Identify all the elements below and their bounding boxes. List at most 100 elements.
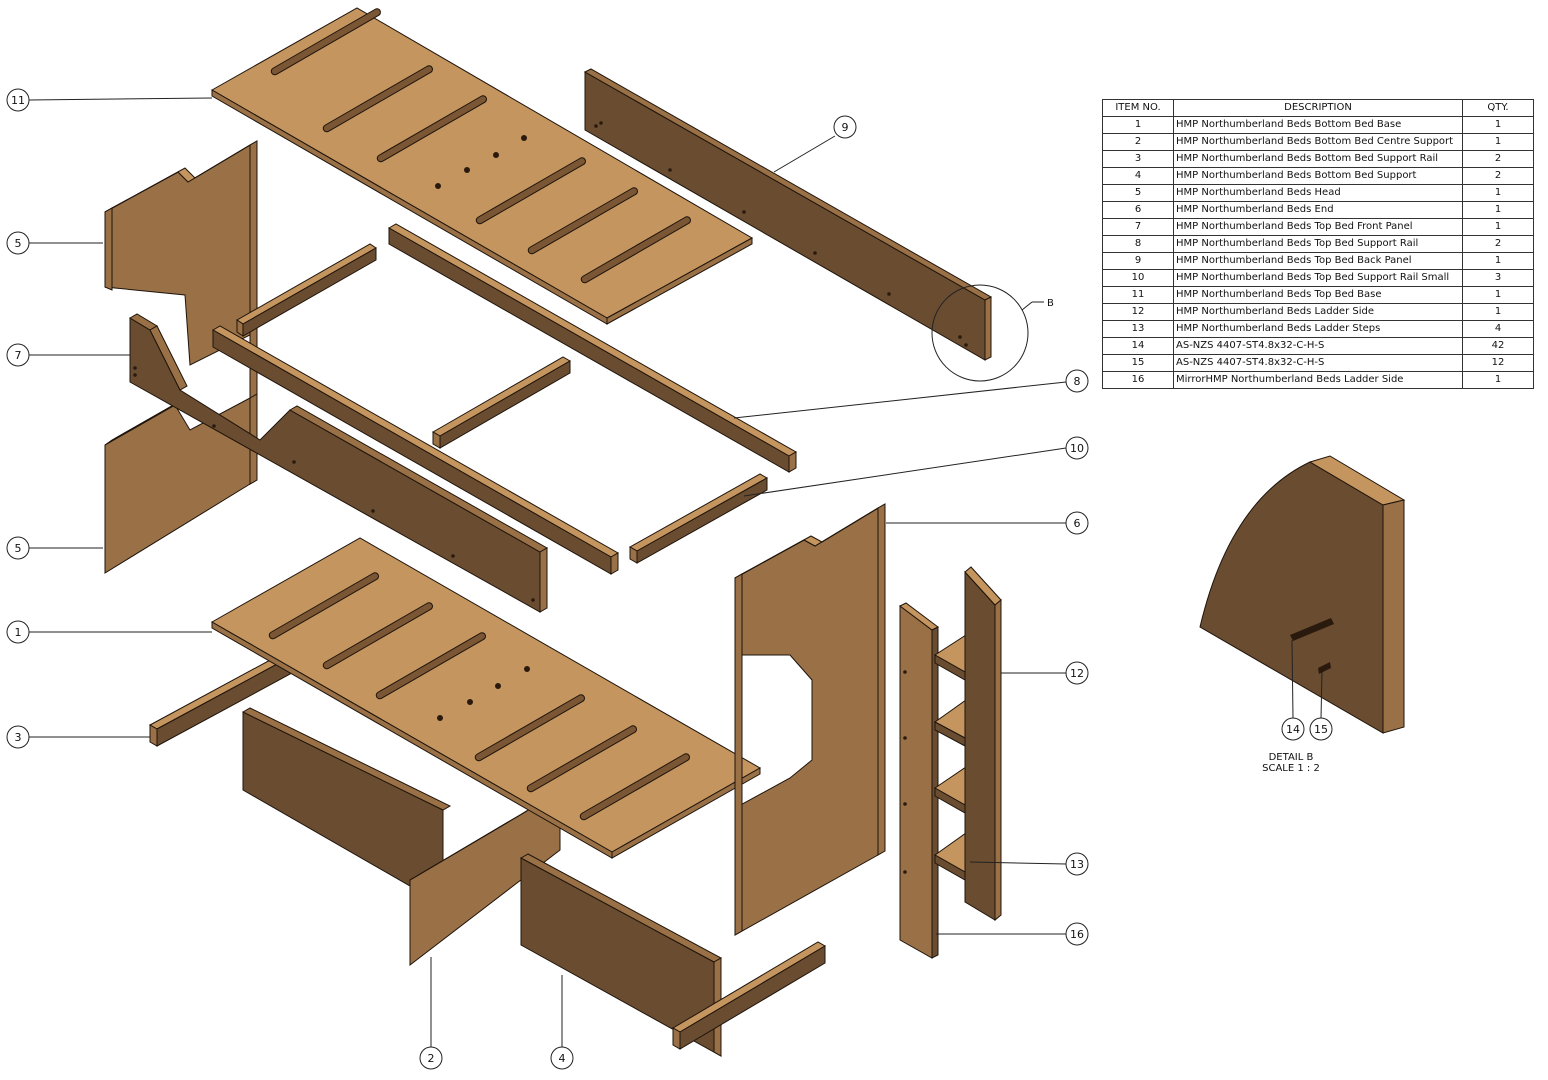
bom-description: HMP Northumberland Beds Top Bed Base bbox=[1173, 286, 1463, 304]
bom-description: MirrorHMP Northumberland Beds Ladder Sid… bbox=[1173, 371, 1463, 389]
bom-header-qty: QTY. bbox=[1462, 99, 1534, 117]
bom-header-description: DESCRIPTION bbox=[1173, 99, 1463, 117]
balloon-5-lower: 5 bbox=[6, 536, 30, 560]
detail-b-view bbox=[1199, 455, 1406, 734]
bom-header-item: ITEM NO. bbox=[1102, 99, 1174, 117]
bom-qty: 1 bbox=[1462, 116, 1534, 134]
screw-15-icon bbox=[1318, 662, 1331, 674]
svg-text:9: 9 bbox=[842, 121, 849, 134]
balloon-11: 11 bbox=[6, 88, 30, 112]
balloon-8: 8 bbox=[1065, 369, 1089, 393]
bom-qty: 1 bbox=[1462, 201, 1534, 219]
bom-qty: 4 bbox=[1462, 320, 1534, 338]
balloon-12: 12 bbox=[1065, 661, 1089, 685]
svg-text:10: 10 bbox=[1070, 442, 1084, 455]
svg-text:16: 16 bbox=[1070, 928, 1084, 941]
bom-description: AS-NZS 4407-ST4.8x32-C-H-S bbox=[1173, 337, 1463, 355]
svg-text:14: 14 bbox=[1286, 723, 1300, 736]
bom-description: HMP Northumberland Beds Top Bed Back Pan… bbox=[1173, 252, 1463, 270]
part-9-top-bed-back-panel bbox=[583, 68, 993, 361]
bom-description: HMP Northumberland Beds Ladder Steps bbox=[1173, 320, 1463, 338]
bom-item-no: 4 bbox=[1102, 167, 1174, 185]
svg-text:7: 7 bbox=[15, 349, 22, 362]
bom-item-no: 6 bbox=[1102, 201, 1174, 219]
bom-description: HMP Northumberland Beds Top Bed Support … bbox=[1173, 269, 1463, 287]
bom-item-no: 15 bbox=[1102, 354, 1174, 372]
svg-text:1: 1 bbox=[15, 626, 22, 639]
balloon-15: 15 bbox=[1309, 717, 1333, 741]
bom-item-no: 12 bbox=[1102, 303, 1174, 321]
part-8-rail-back bbox=[387, 223, 798, 473]
part-10-rail-small-2 bbox=[431, 356, 572, 449]
balloon-16: 16 bbox=[1065, 922, 1089, 946]
bom-description: HMP Northumberland Beds Bottom Bed Suppo… bbox=[1173, 150, 1463, 168]
bom-qty: 1 bbox=[1462, 184, 1534, 202]
leader-lines bbox=[28, 97, 1323, 1047]
balloon-13: 13 bbox=[1065, 852, 1089, 876]
bom-item-no: 16 bbox=[1102, 371, 1174, 389]
bom-description: HMP Northumberland Beds Bottom Bed Base bbox=[1173, 116, 1463, 134]
balloon-7: 7 bbox=[6, 343, 30, 367]
svg-text:6: 6 bbox=[1074, 517, 1081, 530]
balloon-4: 4 bbox=[550, 1046, 574, 1070]
svg-text:12: 12 bbox=[1070, 667, 1084, 680]
bom-qty: 2 bbox=[1462, 150, 1534, 168]
svg-text:11: 11 bbox=[11, 94, 25, 107]
part-8-rail-front bbox=[211, 325, 620, 575]
svg-text:5: 5 bbox=[15, 542, 22, 555]
bom-item-no: 10 bbox=[1102, 269, 1174, 287]
detail-b-title: DETAIL B bbox=[1269, 752, 1314, 763]
bom-qty: 12 bbox=[1462, 354, 1534, 372]
bom-qty: 2 bbox=[1462, 167, 1534, 185]
svg-text:13: 13 bbox=[1070, 858, 1084, 871]
bom-item-no: 11 bbox=[1102, 286, 1174, 304]
bom-item-no: 7 bbox=[1102, 218, 1174, 236]
part-5-head-lower bbox=[104, 393, 258, 574]
bom-qty: 1 bbox=[1462, 218, 1534, 236]
part-7-front-panel bbox=[129, 313, 549, 613]
bom-description: AS-NZS 4407-ST4.8x32-C-H-S bbox=[1173, 354, 1463, 372]
bom-item-no: 13 bbox=[1102, 320, 1174, 338]
svg-text:3: 3 bbox=[15, 731, 22, 744]
balloon-3: 3 bbox=[6, 725, 30, 749]
bom-item-no: 8 bbox=[1102, 235, 1174, 253]
bom-description: HMP Northumberland Beds Bottom Bed Suppo… bbox=[1173, 167, 1463, 185]
balloons: 11 5 7 5 1 3 2 4 bbox=[6, 88, 1333, 1070]
part-10-rail-small-3 bbox=[628, 473, 769, 564]
bom-qty: 2 bbox=[1462, 235, 1534, 253]
balloon-2: 2 bbox=[419, 1046, 443, 1070]
part-1-bottom-bed-base bbox=[210, 537, 762, 859]
detail-b-marker: B bbox=[1047, 298, 1054, 309]
balloon-10: 10 bbox=[1065, 436, 1089, 460]
balloon-14: 14 bbox=[1281, 717, 1305, 741]
bom-qty: 1 bbox=[1462, 286, 1534, 304]
bom-item-no: 5 bbox=[1102, 184, 1174, 202]
bom-item-no: 9 bbox=[1102, 252, 1174, 270]
balloon-1: 1 bbox=[6, 620, 30, 644]
bom-qty: 1 bbox=[1462, 303, 1534, 321]
part-3-bottom-support-rail-right bbox=[672, 941, 826, 1050]
detail-b-callout: B bbox=[931, 284, 1054, 382]
bom-item-no: 2 bbox=[1102, 133, 1174, 151]
bom-qty: 3 bbox=[1462, 269, 1534, 287]
bom-description: HMP Northumberland Beds Bottom Bed Centr… bbox=[1173, 133, 1463, 151]
screw-14-icon bbox=[1290, 618, 1334, 641]
bom-qty: 42 bbox=[1462, 337, 1534, 355]
bom-qty: 1 bbox=[1462, 133, 1534, 151]
part-10-rail-small-1 bbox=[236, 243, 377, 337]
bom-item-no: 3 bbox=[1102, 150, 1174, 168]
